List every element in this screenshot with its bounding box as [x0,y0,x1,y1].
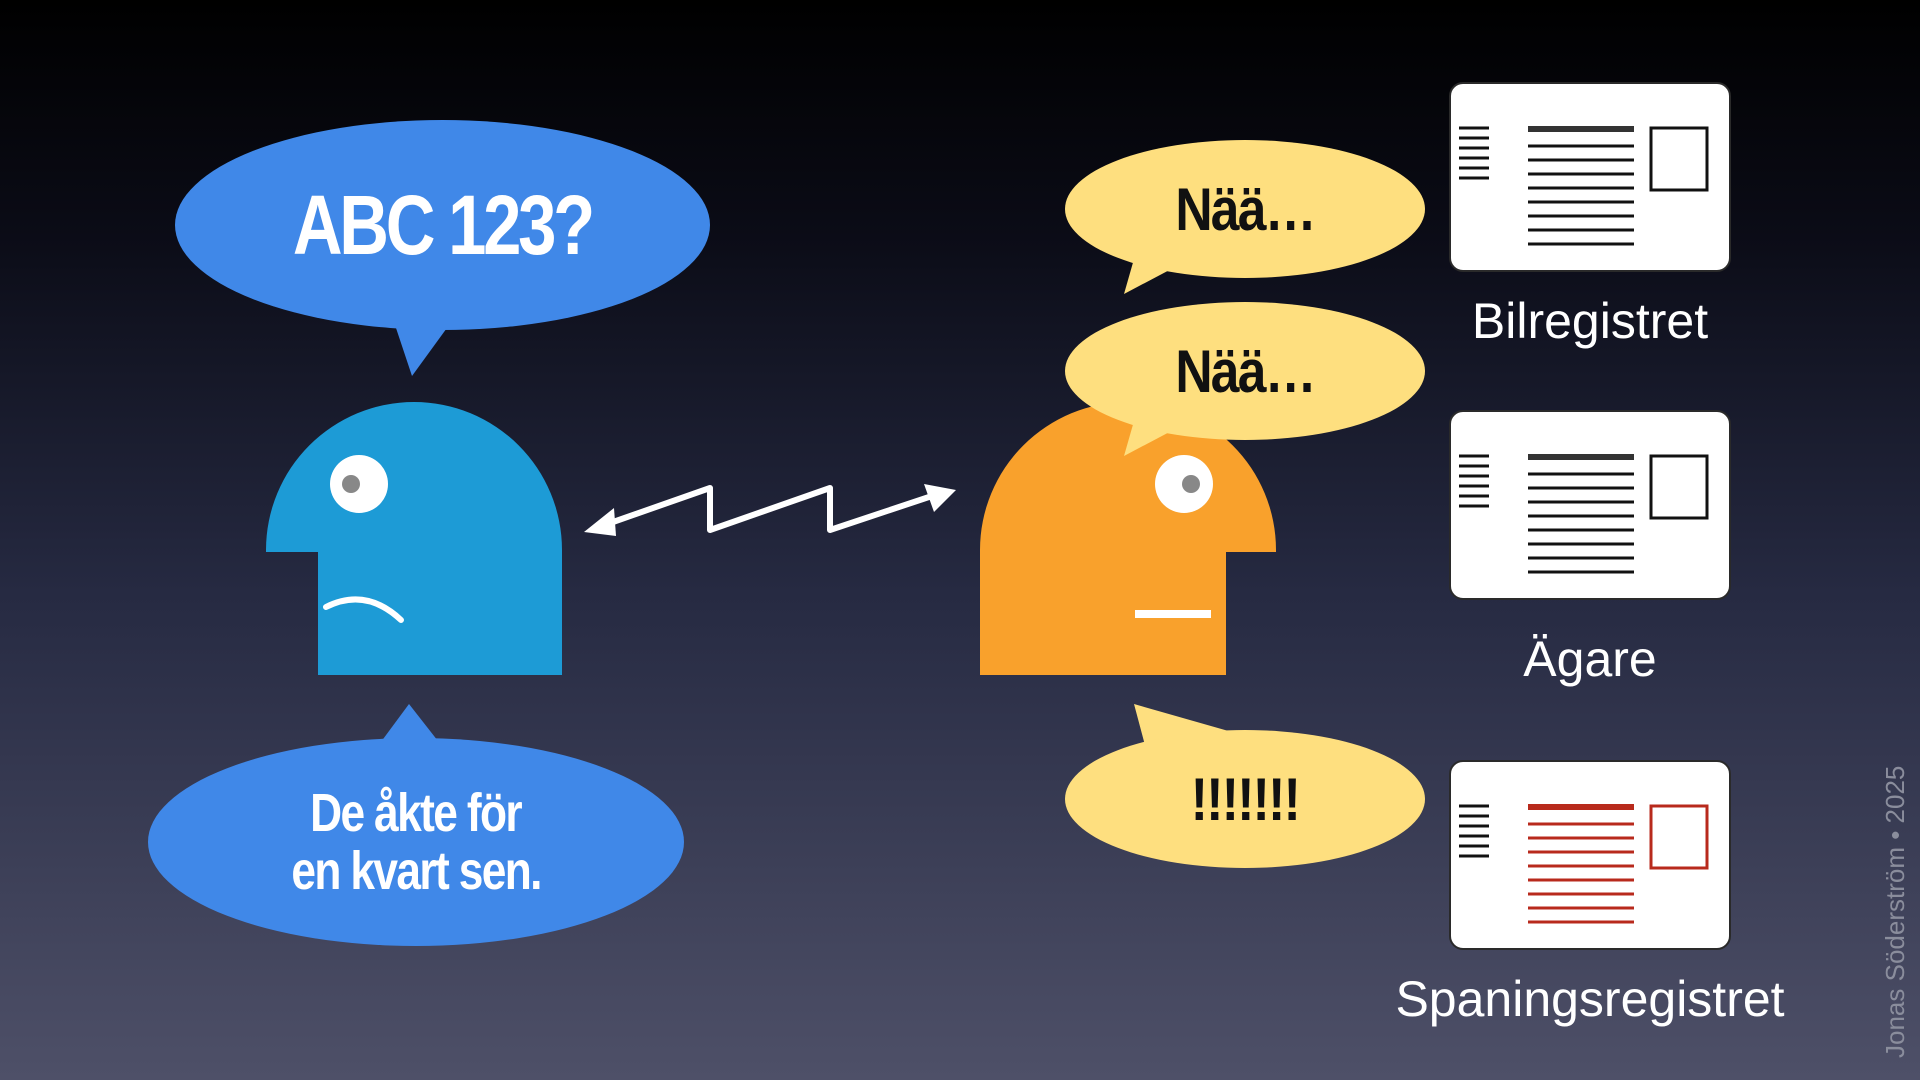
reply3-bubble: !!!!!!! [1065,730,1425,868]
register-label-bilregistret: Bilregistret [1471,293,1709,349]
register-card-agare-graphic [1459,454,1709,574]
register-card-spaningsregistret [1449,760,1731,950]
reply2-bubble: Nää… [1065,302,1425,440]
author-credit: Jonas Söderström • 2025 [1880,765,1910,1058]
register-card-bilregistret [1449,82,1731,272]
zigzag-arrow-icon [584,484,956,536]
reply1-text: Nää… [1175,175,1316,243]
orange-person-head [980,402,1276,675]
question-bubble: ABC 123? [175,120,710,330]
register-card-spaningsregistret-graphic [1459,804,1709,924]
answer-text-line1: De åkte för [310,783,523,843]
register-label-agare: Ägare [1523,631,1657,687]
register-label-spaningsregistret: Spaningsregistret [1395,971,1785,1027]
reply3-text: !!!!!!! [1190,765,1301,833]
reply1-bubble: Nää… [1065,140,1425,278]
blue-person-head [266,402,562,675]
register-card-agare [1449,410,1731,600]
blue-person-mouth [323,596,404,623]
orange-person-mouth [1135,610,1211,618]
register-card-bilregistret-graphic [1459,126,1709,246]
question-text: ABC 123? [292,177,595,272]
reply2-text: Nää… [1175,337,1316,405]
answer-text-line2: en kvart sen. [291,841,542,901]
answer-bubble: De åkte för en kvart sen. [148,738,684,946]
